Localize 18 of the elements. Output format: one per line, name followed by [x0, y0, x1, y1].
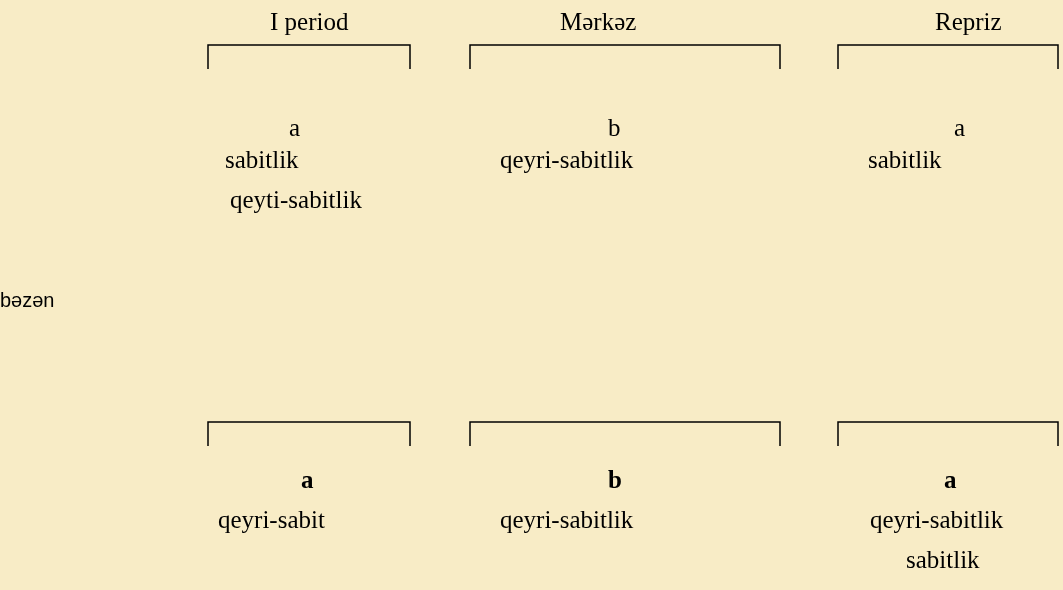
stability-note: sabitlik [906, 545, 980, 575]
stability-note: qeyri-sabit [218, 505, 325, 535]
stability-note: qeyri-sabitlik [500, 145, 634, 175]
section-heading: I period [270, 7, 349, 37]
stability-note: sabitlik [225, 145, 299, 175]
stability-note: sabitlik [868, 145, 942, 175]
stability-note: qeyri-sabitlik [870, 505, 1004, 535]
section-letter: a [289, 113, 301, 143]
section-heading: Mərkəz [560, 7, 637, 37]
section-heading: Repriz [935, 7, 1002, 37]
stability-note: qeyti-sabitlik [230, 185, 362, 215]
side-note: bəzən [0, 288, 55, 313]
section-letter: b [608, 113, 621, 143]
section-letter: a [301, 465, 314, 495]
section-letter: b [608, 465, 622, 495]
section-letter: a [954, 113, 966, 143]
stability-note: qeyri-sabitlik [500, 505, 634, 535]
section-letter: a [944, 465, 957, 495]
